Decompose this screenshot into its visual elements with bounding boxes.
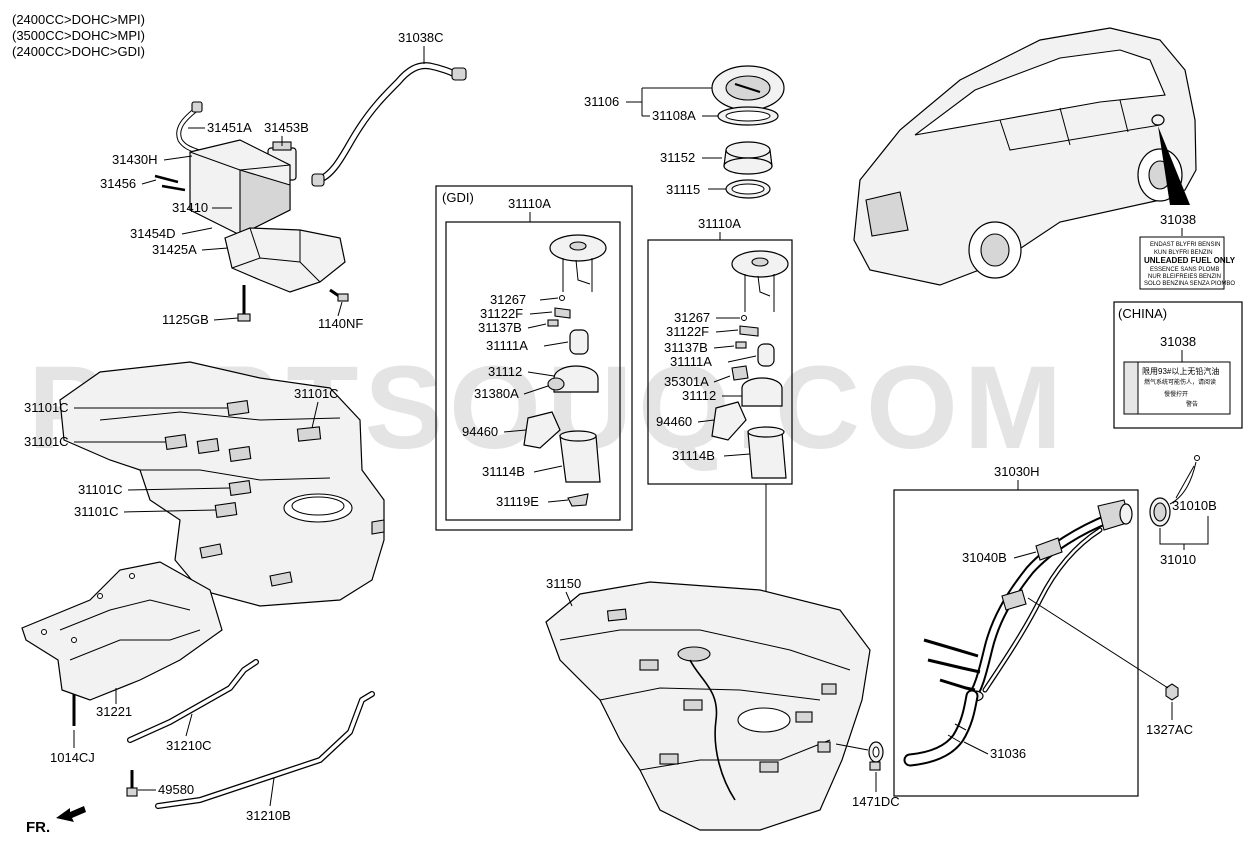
callout-31267-gdi: 31267 [490,292,526,307]
svg-text:ENDAST BLYFRI BENSIN: ENDAST BLYFRI BENSIN [1150,242,1220,248]
callout-94460-gdi: 94460 [462,424,498,439]
callout-31267: 31267 [674,310,710,325]
svg-text:燃气系统可能伤人，请阅读: 燃气系统可能伤人，请阅读 [1144,378,1216,386]
callout-31112-gdi: 31112 [488,364,522,379]
gdi-pump-module [523,234,607,507]
hose-clamp-1471DC [868,741,884,771]
svg-text:慢慢拧开: 慢慢拧开 [1164,390,1188,398]
svg-text:KUN BLYFRI BENZIN: KUN BLYFRI BENZIN [1154,250,1213,256]
china-fuel-sticker: 限用93#以上无铅汽油 燃气系统可能伤人，请阅读 慢慢拧开 警告 [1123,361,1231,415]
engine-spec-line-1: (2400CC>DOHC>MPI) [12,12,145,27]
front-arrow-icon [56,806,86,822]
callout-31010: 31010 [1160,552,1196,567]
callout-31453B: 31453B [264,120,309,135]
gdi-pump-frame [435,185,633,531]
callout-31040B: 31040B [962,550,1007,565]
callout-31112: 31112 [682,388,716,403]
callout-35301A: 35301A [664,374,709,389]
lower-fuel-tank [545,581,871,831]
callout-31115: 31115 [666,182,700,197]
callout-31010B: 31010B [1172,498,1217,513]
callout-31111A: 31111A [670,354,712,369]
callout-31119E: 31119E [496,494,539,509]
callout-31036: 31036 [990,746,1026,761]
callout-31030H: 31030H [994,464,1040,479]
callout-31430H: 31430H [112,152,158,167]
china-frame [1113,301,1243,429]
svg-text:警告: 警告 [1186,400,1198,408]
callout-31152: 31152 [660,150,695,165]
front-direction-label: FR. [26,819,50,836]
nut-1327AC [1165,683,1179,701]
callout-31122F: 31122F [666,324,709,339]
callout-31101C-d: 31101C [78,482,123,497]
callout-31150: 31150 [546,576,581,591]
callout-31108A: 31108A [652,108,696,123]
callout-1140NF: 1140NF [318,316,363,331]
tank-straps [126,659,375,809]
mpi-pump-frame [647,239,793,485]
callout-31210C: 31210C [166,738,212,753]
fuel-cap-31010 [1149,455,1200,527]
callout-1471DC: 1471DC [852,794,900,809]
upper-fuel-tank [59,361,385,607]
vehicle-illustration [853,27,1197,286]
canister-assembly [154,62,467,322]
callout-31410: 31410 [172,200,208,215]
gdi-box-title: (GDI) [442,190,474,205]
svg-text:NUR BLEIFREIES BENZIN: NUR BLEIFREIES BENZIN [1148,274,1221,280]
callout-31451A: 31451A [207,120,252,135]
svg-text:限用93#以上无铅汽油: 限用93#以上无铅汽油 [1142,366,1219,376]
callout-1125GB: 1125GB [162,312,209,327]
callout-31425A: 31425A [152,242,197,257]
callout-31101C-e: 31101C [74,504,119,519]
callout-31454D: 31454D [130,226,176,241]
callout-31380A: 31380A [474,386,519,401]
callout-31137B: 31137B [664,340,708,355]
callout-31137B-gdi: 31137B [478,320,522,335]
engine-spec-line-3: (2400CC>DOHC>GDI) [12,44,145,59]
callout-31038: 31038 [1160,212,1196,227]
callout-31221: 31221 [96,704,132,719]
svg-text:ESSENCE SANS PLOMB: ESSENCE SANS PLOMB [1150,267,1219,273]
svg-text:SOLO BENZINA SENZA PIOMBO: SOLO BENZINA SENZA PIOMBO [1144,281,1235,287]
callout-31101C-a: 31101C [24,400,69,415]
engine-spec-line-2: (3500CC>DOHC>MPI) [12,28,145,43]
callout-31038-china: 31038 [1160,334,1196,349]
filler-neck-frame [893,489,1139,797]
callout-1327AC: 1327AC [1146,722,1193,737]
mpi-pump-module [711,250,789,479]
callout-94460: 94460 [656,414,692,429]
callout-31106: 31106 [584,94,619,109]
filler-hose-31036 [903,689,979,767]
callout-31111A-gdi: 31111A [486,338,528,353]
filler-neck-assembly [923,499,1133,705]
callout-31210B: 31210B [246,808,291,823]
callout-31122F-gdi: 31122F [480,306,523,321]
callout-49580: 49580 [158,782,194,797]
china-box-title: (CHINA) [1118,306,1167,321]
callout-31110A: 31110A [698,216,741,231]
callout-31101C-c: 31101C [24,434,69,449]
callout-31114B: 31114B [672,448,715,463]
callout-1014CJ: 1014CJ [50,750,95,765]
heat-protector [21,561,223,701]
callout-31038C: 31038C [398,30,444,45]
svg-text:UNLEADED FUEL ONLY: UNLEADED FUEL ONLY [1144,256,1236,265]
pump-cover-parts [711,65,785,199]
fuel-label-sticker: ENDAST BLYFRI BENSIN KUN BLYFRI BENZIN U… [1139,236,1236,290]
callout-31110A-gdi: 31110A [508,196,551,211]
callout-31101C-b: 31101C [294,386,339,401]
callout-31114B-gdi: 31114B [482,464,525,479]
callout-31456: 31456 [100,176,136,191]
